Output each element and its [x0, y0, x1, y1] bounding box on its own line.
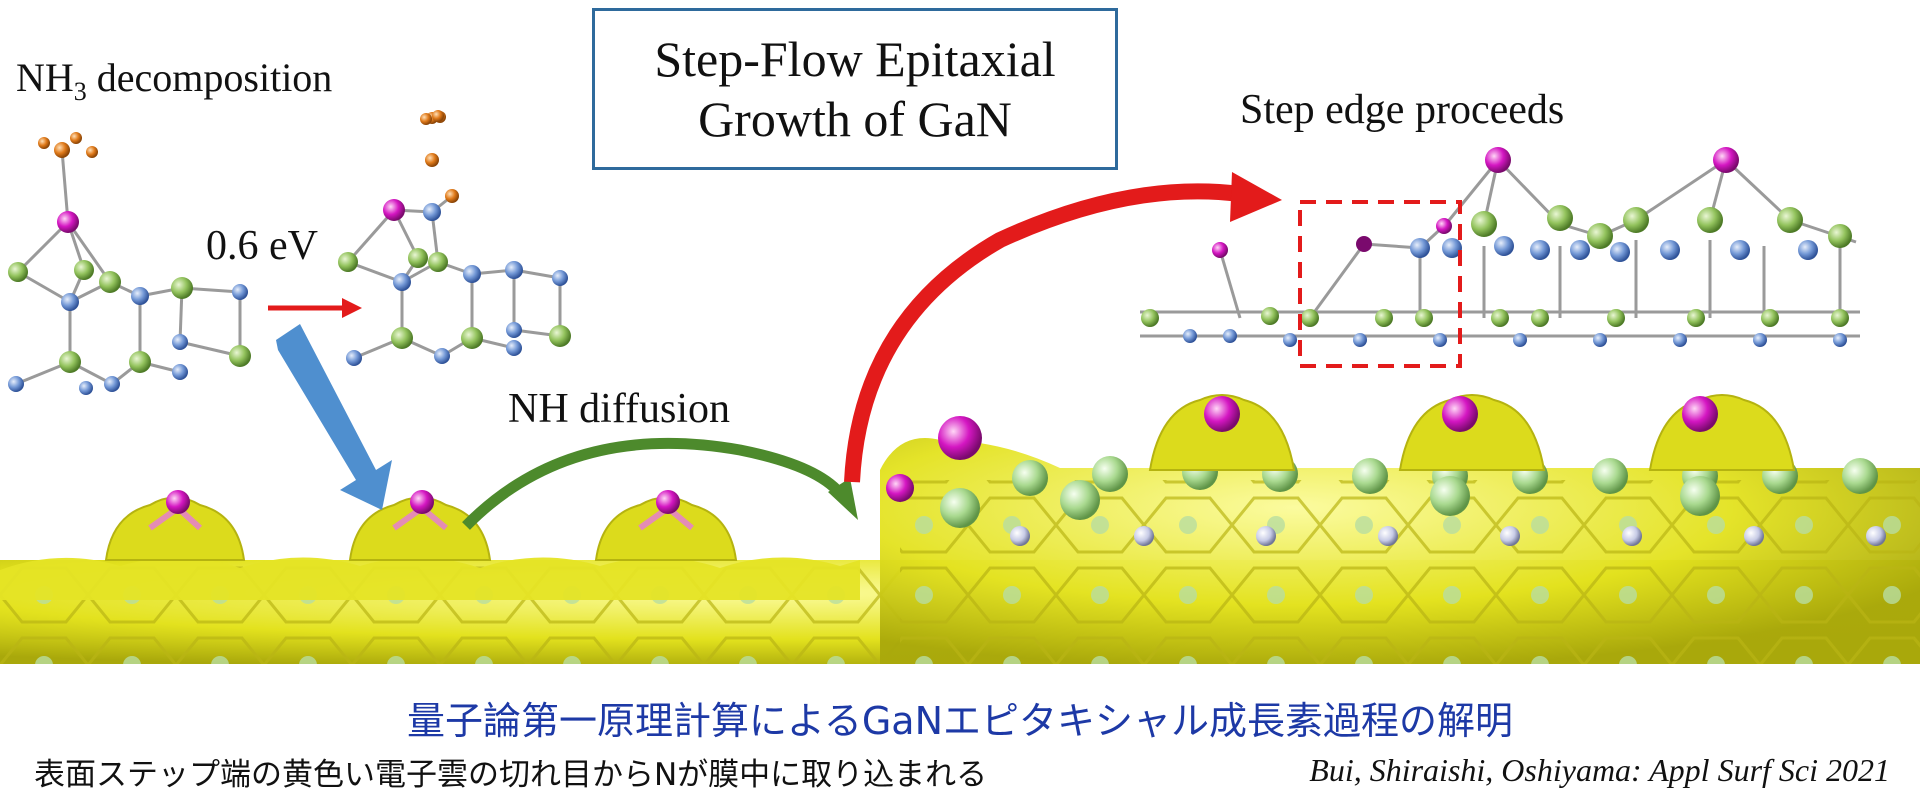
green-arrow-icon [462, 437, 858, 530]
reaction-arrow-icon [268, 298, 362, 318]
japanese-subtitle: 表面ステップ端の黄色い電子雲の切れ目からNが膜中に取り込まれる [34, 757, 988, 793]
nh3-atoms-before [8, 132, 251, 395]
step-terrace-n-atoms [1010, 526, 1886, 546]
nh-diffusion-label: NH diffusion [508, 386, 731, 432]
nh3-decomposition-label: NH3 decomposition [16, 55, 333, 106]
electron-cloud-surface [0, 438, 1920, 672]
adsorbate-bumps [104, 416, 982, 561]
nh3-atoms-after [338, 111, 571, 366]
dashed-selection-box-icon [1298, 200, 1462, 368]
title-line-1: Step-Flow Epitaxial [654, 31, 1056, 87]
japanese-title: 量子論第一原理計算によるGaNエピタキシャル成長素過程の解明 [406, 699, 1514, 743]
step-terrace-bumps [1148, 394, 1796, 471]
step-edge-atoms [1141, 147, 1852, 347]
red-arrow-icon [844, 172, 1282, 483]
energy-barrier-label: 0.6 eV [206, 223, 318, 269]
stray-h2-molecule [420, 110, 444, 125]
title-line-2: Growth of GaN [698, 91, 1012, 147]
step-edge-label: Step edge proceeds [1240, 87, 1565, 133]
title-box: Step-Flow Epitaxial Growth of GaN [592, 8, 1118, 170]
blue-arrow-icon [276, 324, 392, 510]
nh3-molecule-after [346, 194, 562, 360]
citation: Bui, Shiraishi, Oshiyama: Appl Surf Sci … [1309, 752, 1890, 788]
